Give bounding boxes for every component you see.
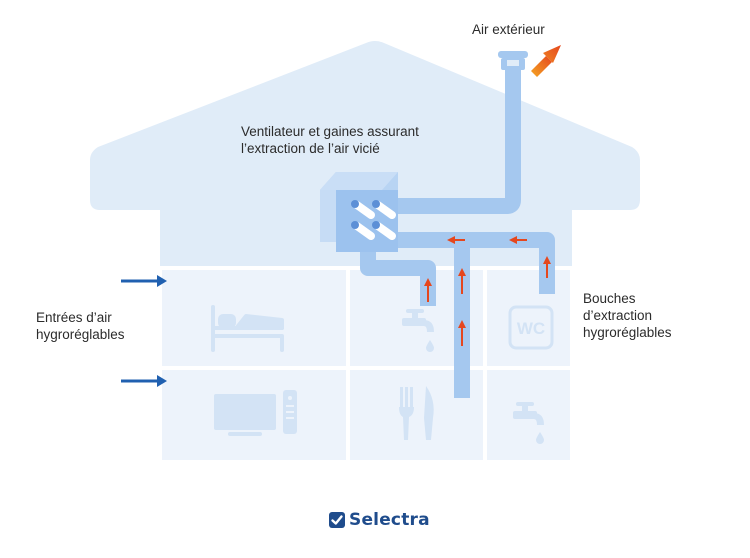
- faucet-icon: [513, 402, 544, 444]
- bed-icon: [211, 305, 284, 352]
- fork-icon: [399, 387, 414, 440]
- label-entrees-air: Entrées d’air hygroréglables: [36, 310, 125, 342]
- remote-icon: [283, 390, 297, 434]
- tv-icon: [214, 394, 276, 436]
- label-air-exterieur: Air extérieur: [472, 22, 545, 37]
- flow-arrow-up-3: [458, 268, 466, 294]
- room-grid: [158, 266, 574, 464]
- flow-arrow-up-2: [424, 278, 432, 302]
- wc-sign-text: WC: [517, 319, 545, 338]
- wc-icon: WC: [508, 305, 554, 350]
- inlet-arrow-bottom: [121, 375, 167, 387]
- flow-arrow-left-1: [447, 236, 465, 244]
- label-bouches: Bouches d’extraction hygroréglables: [583, 291, 672, 340]
- fan-hubs: [351, 200, 380, 229]
- outlet-arrow: [531, 45, 561, 77]
- flow-arrows: [424, 236, 551, 346]
- inlet-arrow-top: [121, 275, 167, 287]
- flow-arrow-left-2: [509, 236, 527, 244]
- inlet-arrows: [121, 275, 167, 387]
- chimney-cap: [498, 51, 528, 70]
- faucet-icon: [402, 309, 434, 352]
- logo-check-icon: [329, 512, 345, 528]
- label-ventilateur: Ventilateur et gaines assurant l’extract…: [241, 124, 419, 156]
- fan-icon: [353, 201, 396, 240]
- selectra-logo: Selectra: [329, 510, 430, 530]
- flow-arrow-up-4: [458, 320, 466, 346]
- flow-arrow-up-1: [543, 256, 551, 278]
- knife-icon: [424, 386, 434, 440]
- logo-text: Selectra: [349, 510, 430, 530]
